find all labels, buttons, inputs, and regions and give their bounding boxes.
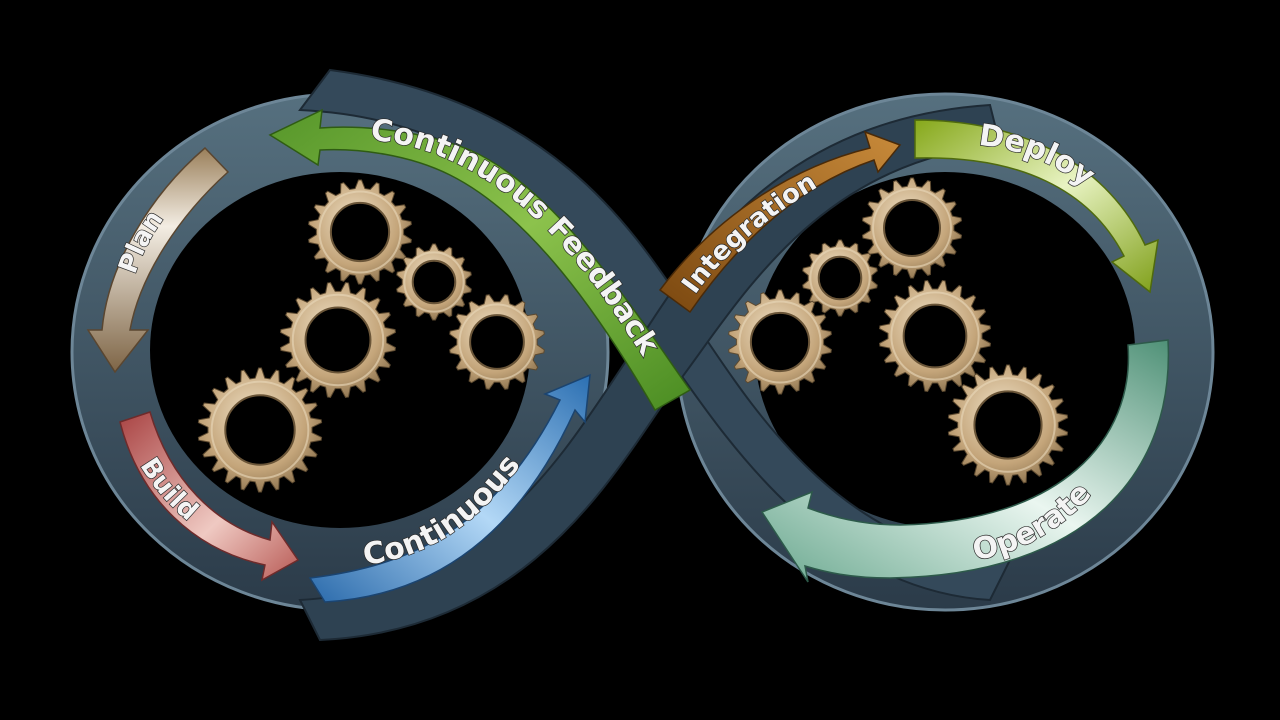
gear-icon <box>197 367 323 493</box>
gear-icon <box>449 294 545 390</box>
gear-icon <box>728 289 832 395</box>
gear-icon <box>947 364 1069 486</box>
gear-icon <box>878 279 992 393</box>
build-arrow <box>119 411 300 582</box>
continuous-arrow <box>308 373 591 603</box>
gear-icon <box>308 179 412 285</box>
operate-arrow <box>760 339 1170 583</box>
gear-icon <box>802 239 878 317</box>
integration-arrow <box>658 130 902 314</box>
gear-icon <box>279 281 397 399</box>
deploy-arrow <box>914 119 1159 294</box>
stage-arrows <box>86 108 1170 603</box>
feedback-arrow <box>268 108 692 412</box>
gears-left <box>197 179 545 493</box>
plan-arrow <box>86 146 230 374</box>
gear-icon <box>396 243 472 321</box>
gear-icon <box>861 177 963 279</box>
gears-right <box>728 177 1069 486</box>
